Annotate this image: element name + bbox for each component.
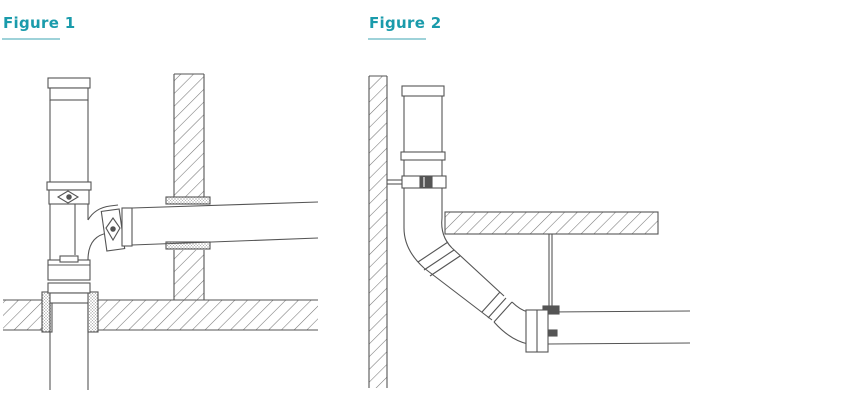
floor-collar-left <box>41 291 53 333</box>
horizontal-branch-pipe <box>131 201 319 246</box>
branch-elbow <box>87 204 133 261</box>
side-wall <box>368 75 388 388</box>
horizontal-pipe <box>547 310 691 345</box>
floor-collar-right <box>87 291 99 333</box>
figure-1-title: Figure 1 <box>3 14 76 32</box>
wall-collar-bottom <box>165 241 211 250</box>
wall-bracket <box>387 175 447 189</box>
figure-2-diagram <box>368 75 691 388</box>
pipe-bend <box>403 217 529 345</box>
hanger-rod <box>542 234 560 337</box>
figure-2-title-underline <box>368 38 426 40</box>
figure-1-title-underline <box>2 38 60 40</box>
vertical-pipe <box>400 85 446 228</box>
wall-collar-top <box>165 196 211 205</box>
ceiling-slab <box>444 211 659 235</box>
figure-2-title: Figure 2 <box>369 14 442 32</box>
wall <box>170 73 208 300</box>
figure-1-diagram <box>3 73 319 390</box>
vertical-stack-pipe <box>46 77 92 390</box>
